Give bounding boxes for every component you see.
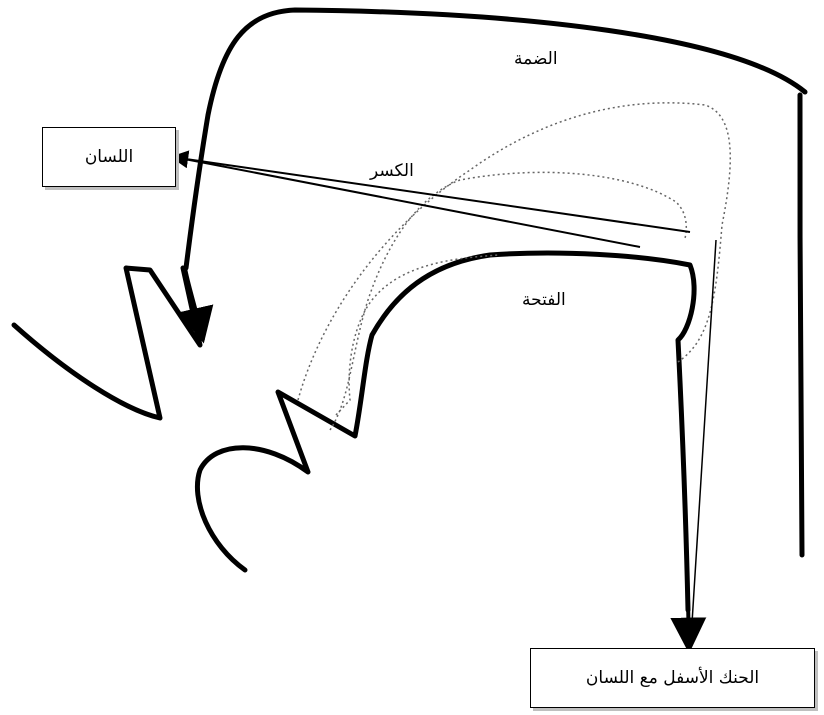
tongue-pointer-line-upper xyxy=(172,157,690,232)
lower-jaw-arrow xyxy=(688,600,689,650)
tongue-position-kasr xyxy=(330,172,686,430)
damma-label: الضمة xyxy=(514,51,558,68)
fatha-label: الفتحة xyxy=(522,292,566,309)
lower-jaw-box: الحنك الأسفل مع اللسان xyxy=(530,648,815,708)
pharynx-back-wall xyxy=(800,95,802,555)
upper-lip-zigzag xyxy=(14,268,200,418)
kasr-label: الكسر xyxy=(370,163,414,180)
tongue-box: اللسان xyxy=(42,127,176,187)
upper-palate-outline xyxy=(186,10,805,268)
lower-jaw-outline xyxy=(197,253,694,610)
